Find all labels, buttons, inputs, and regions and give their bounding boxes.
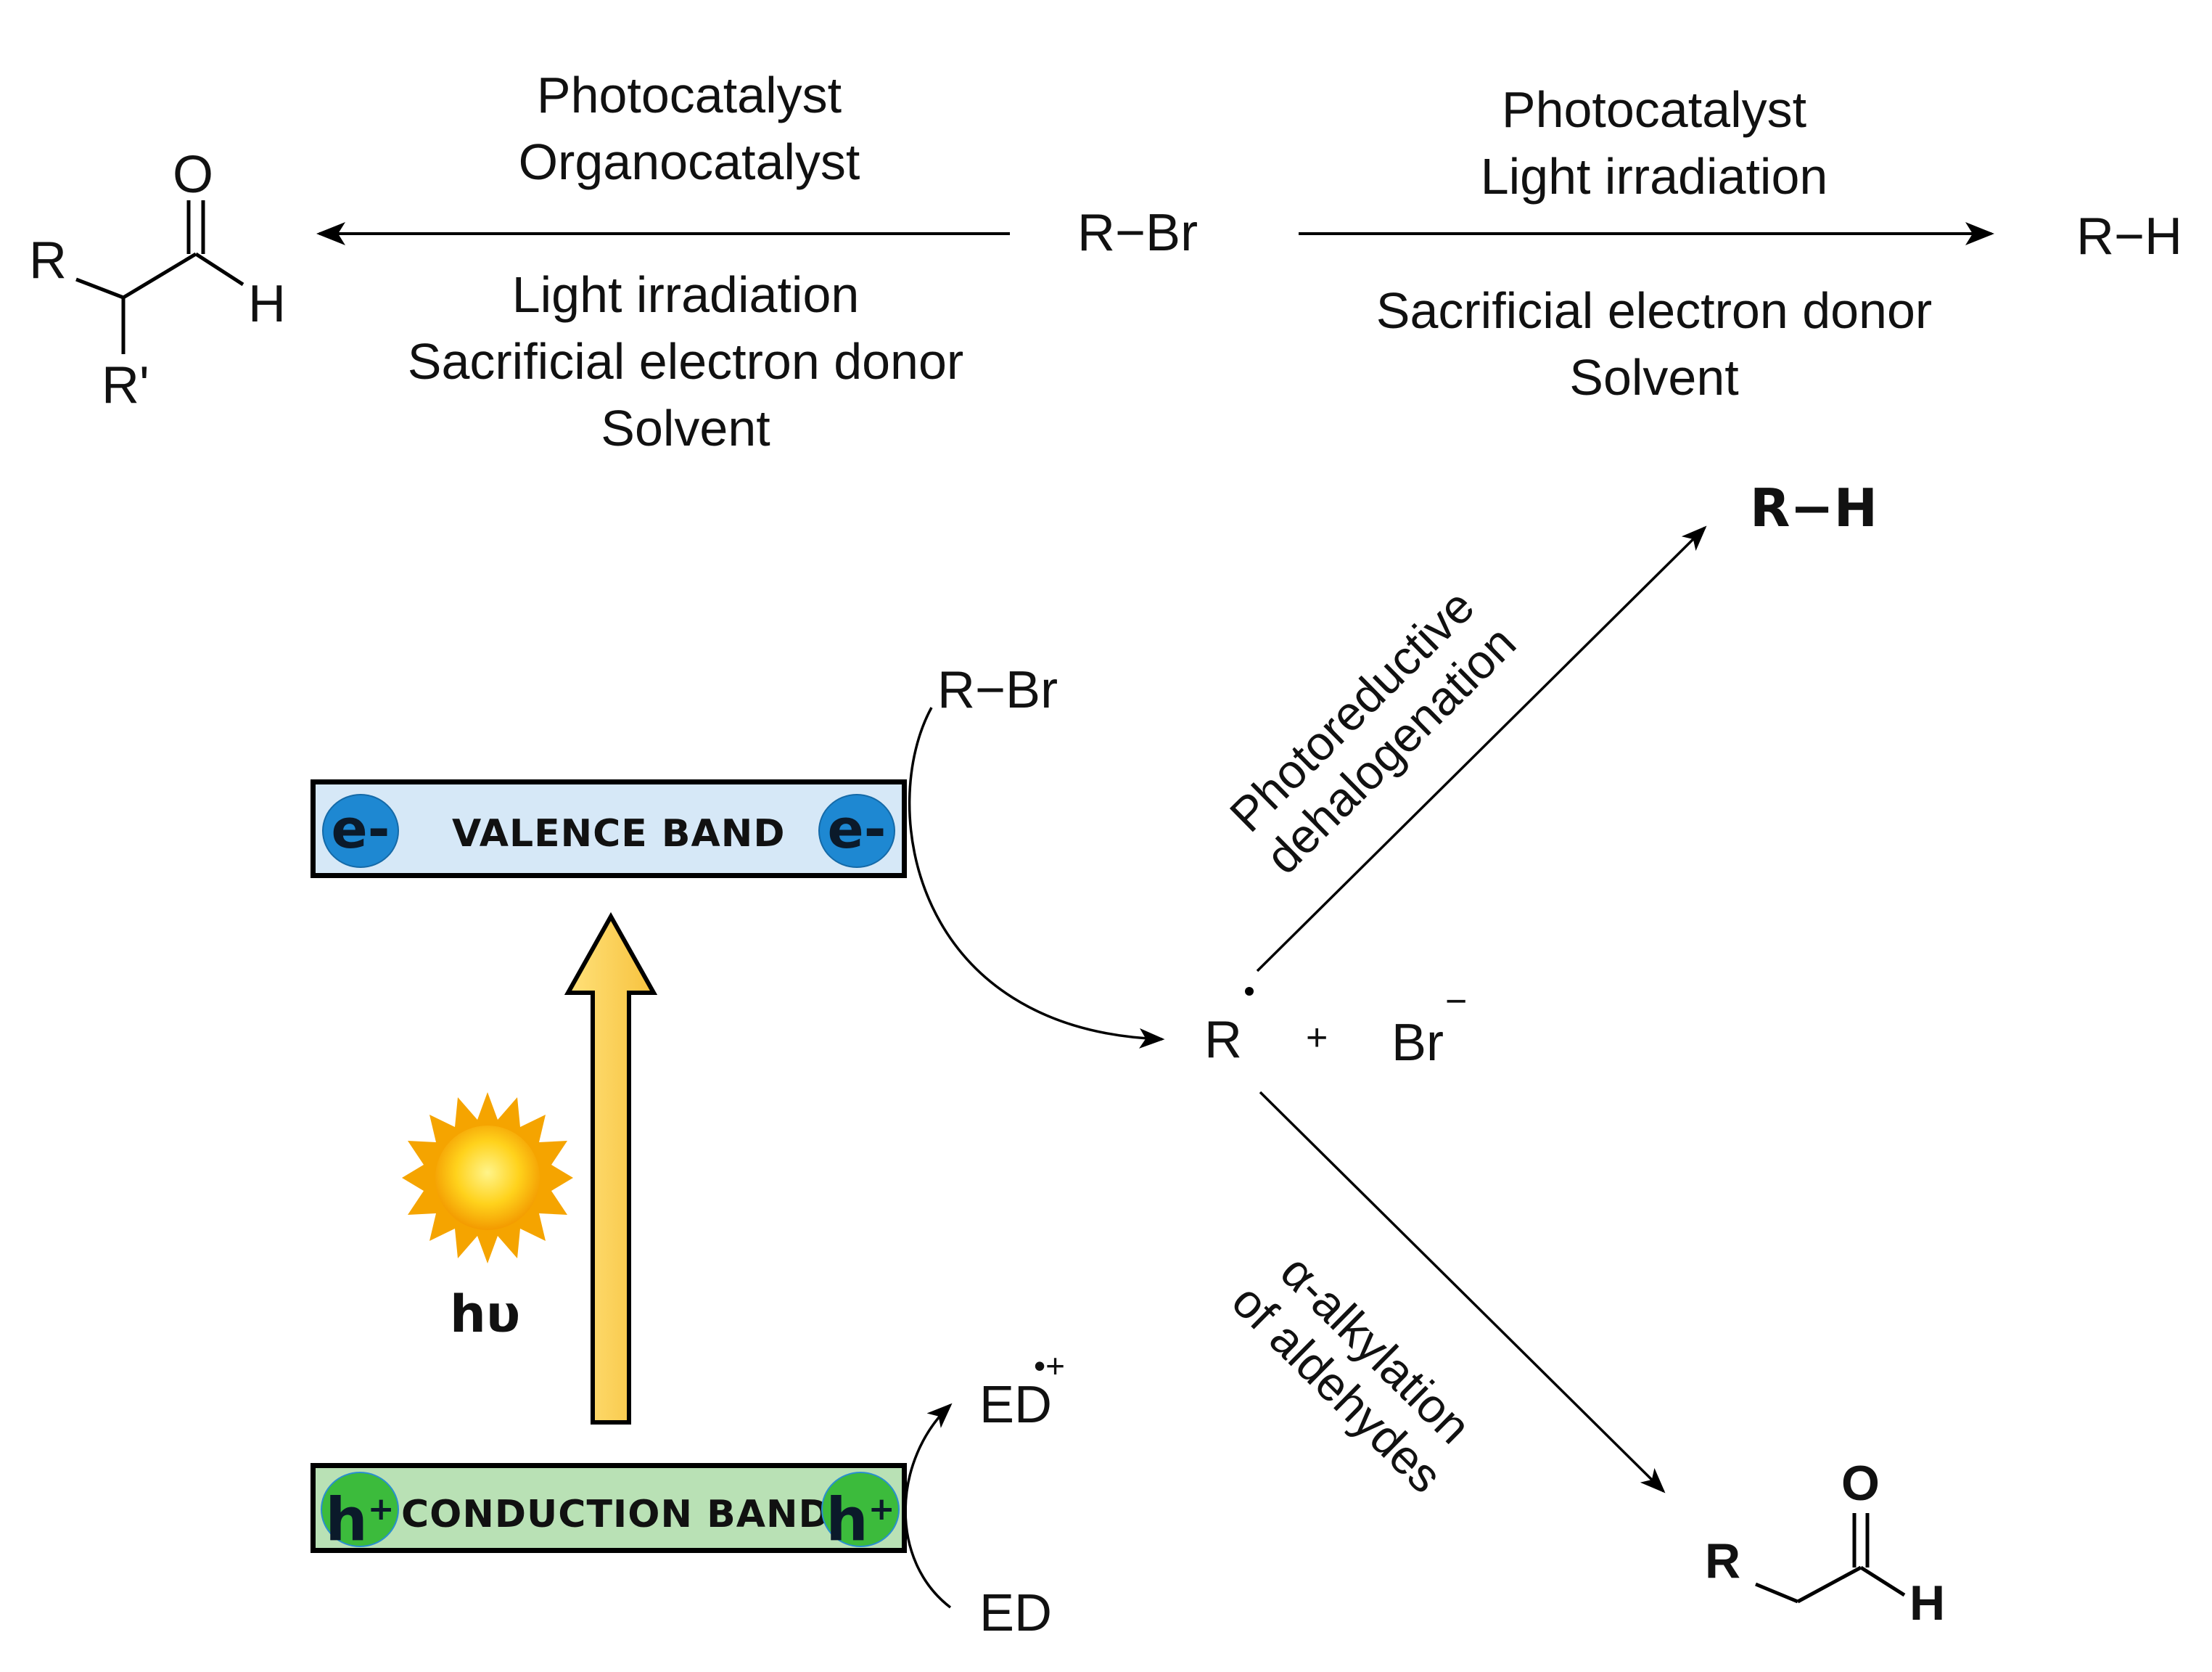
plus-sign: + bbox=[1306, 1017, 1328, 1059]
photon-label: hυ bbox=[450, 1284, 521, 1344]
conduction-band: h+ CONDUCTION BAND h+ bbox=[311, 1463, 907, 1554]
condition-donor: Sacrificial electron donor bbox=[407, 333, 964, 390]
radical-dot bbox=[1245, 987, 1254, 996]
bromide-ion: Br bbox=[1391, 1014, 1444, 1072]
condition-light-right: Light irradiation bbox=[1480, 148, 1828, 205]
conduction-band-label: CONDUCTION BAND bbox=[401, 1493, 831, 1536]
valence-band: e- VALENCE BAND e- bbox=[311, 779, 907, 878]
atom-r: R bbox=[29, 231, 67, 290]
radical-r: R bbox=[1204, 1011, 1242, 1069]
aldehyde-product-structure-top bbox=[75, 200, 244, 354]
aldehyde-product-structure-bottom bbox=[1755, 1513, 1906, 1604]
oxidized-donor: ED bbox=[979, 1376, 1053, 1434]
excitation-arrow bbox=[564, 911, 658, 1425]
condition-light: Light irradiation bbox=[511, 266, 860, 323]
reactant-rbr-mechanism: R−Br bbox=[937, 661, 1058, 719]
oxidized-donor-charge: •+ bbox=[1034, 1347, 1065, 1385]
valence-band-label: VALENCE BAND bbox=[452, 812, 786, 856]
electron-badge-right: e- bbox=[818, 794, 895, 868]
condition-organocatalyst: Organocatalyst bbox=[518, 134, 860, 190]
condition-photocatalyst: Photocatalyst bbox=[536, 67, 842, 123]
sun-icon bbox=[402, 1092, 573, 1263]
reactant-rbr-top: R−Br bbox=[1077, 204, 1198, 262]
left-conditions-below: Light irradiation Sacrificial electron d… bbox=[319, 261, 1052, 462]
atom-h-bottom: H bbox=[1909, 1575, 1946, 1631]
donor-oxidation-arc bbox=[904, 1403, 953, 1609]
condition-solvent: Solvent bbox=[601, 400, 770, 456]
atom-h: H bbox=[248, 275, 286, 333]
atom-r-prime: R' bbox=[102, 356, 149, 414]
product-rh-top: R−H bbox=[2076, 208, 2183, 266]
electron-transfer-arc bbox=[908, 707, 1165, 1049]
condition-photocatalyst-right: Photocatalyst bbox=[1501, 81, 1807, 138]
right-conditions-below: Sacrificial electron donor Solvent bbox=[1291, 277, 2017, 411]
atom-o-bottom: O bbox=[1841, 1456, 1880, 1511]
hole-badge-right: h+ bbox=[821, 1472, 900, 1554]
bromide-charge: − bbox=[1445, 980, 1468, 1023]
alkylation-arrow bbox=[1259, 1091, 1666, 1493]
hole-badge-left: h+ bbox=[321, 1472, 399, 1554]
condition-solvent-right: Solvent bbox=[1569, 349, 1739, 406]
condition-donor-right: Sacrificial electron donor bbox=[1376, 282, 1933, 339]
atom-o: O bbox=[173, 146, 214, 204]
electron-badge-left: e- bbox=[322, 794, 399, 868]
atom-r-bottom: R bbox=[1705, 1533, 1741, 1589]
electron-donor: ED bbox=[979, 1584, 1053, 1642]
left-conditions-above: Photocatalyst Organocatalyst bbox=[450, 62, 929, 195]
product-rh-mechanism: R−H bbox=[1750, 478, 1878, 538]
right-conditions-above: Photocatalyst Light irradiation bbox=[1407, 76, 1901, 210]
dehalogenation-arrow bbox=[1256, 525, 1707, 972]
